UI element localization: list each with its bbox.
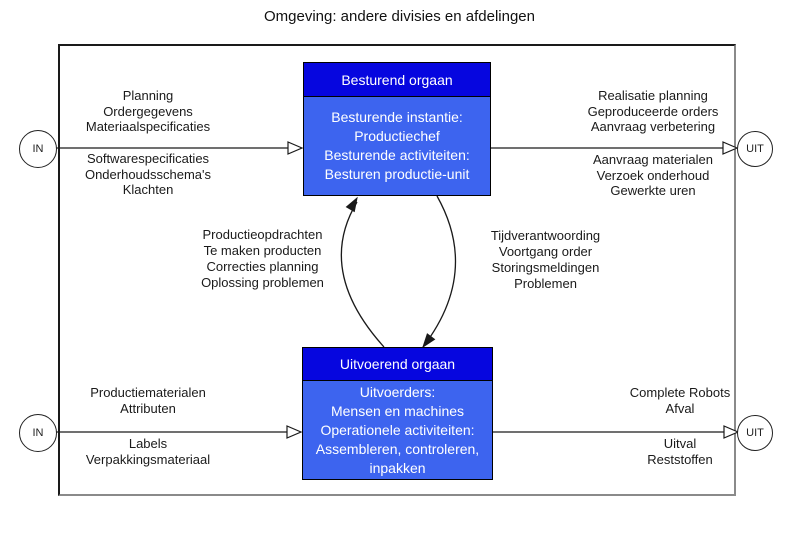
flow-label-top-left-above: Planning Ordergegevens Materiaalspecific… [85, 88, 211, 134]
uit-terminal-bottom: UIT [737, 415, 773, 451]
uitvoerend-orgaan-header: Uitvoerend orgaan [303, 348, 492, 381]
in-terminal-top: IN [19, 130, 57, 168]
flow-label-top-right-below: Aanvraag materialen Verzoek onderhoud Ge… [593, 152, 713, 198]
feedforward-arrow-down-head-icon [422, 333, 436, 349]
environment-boundary-rect [58, 44, 736, 496]
besturend-orgaan-header: Besturend orgaan [304, 63, 490, 97]
uitvoerend-orgaan-body: Uitvoerders: Mensen en machines Operatio… [303, 381, 492, 479]
flow-label-bottom-right-above: Complete Robots Afval [629, 385, 731, 416]
uitvoerend-orgaan-box: Uitvoerend orgaan Uitvoerders: Mensen en… [302, 347, 493, 480]
flow-label-top-right-above: Realisatie planning Geproduceerde orders… [587, 88, 719, 134]
flow-label-bottom-left-above: Productiematerialen Attributen [90, 385, 206, 416]
uit-terminal-top: UIT [737, 131, 773, 167]
in-arrow-top-head-icon [287, 141, 304, 155]
page-title: Omgeving: andere divisies en afdelingen [263, 8, 535, 25]
besturend-orgaan-body: Besturende instantie: Productiechef Best… [304, 97, 490, 195]
out-arrow-bottom-head-icon [723, 425, 740, 439]
out-arrow-top-head-icon [722, 141, 739, 155]
flow-label-bottom-left-below: Labels Verpakkingsmateriaal [85, 436, 211, 467]
flow-label-middle-left: Productieopdrachten Te maken producten C… [201, 227, 324, 290]
in-terminal-bottom: IN [19, 414, 57, 452]
in-arrow-bottom-head-icon [286, 425, 303, 439]
feedback-arrow-up-shaft [340, 201, 385, 348]
feedforward-arrow-down-shaft [422, 195, 457, 348]
besturend-orgaan-box: Besturend orgaan Besturende instantie: P… [303, 62, 491, 196]
flow-label-bottom-right-below: Uitval Reststoffen [647, 436, 713, 467]
flow-label-top-left-below: Softwarespecificaties Onderhoudsschema's… [84, 151, 212, 197]
flow-label-middle-right: Tijdverantwoording Voortgang order Stori… [490, 228, 601, 291]
feedback-arrow-up-head-icon [345, 196, 358, 213]
